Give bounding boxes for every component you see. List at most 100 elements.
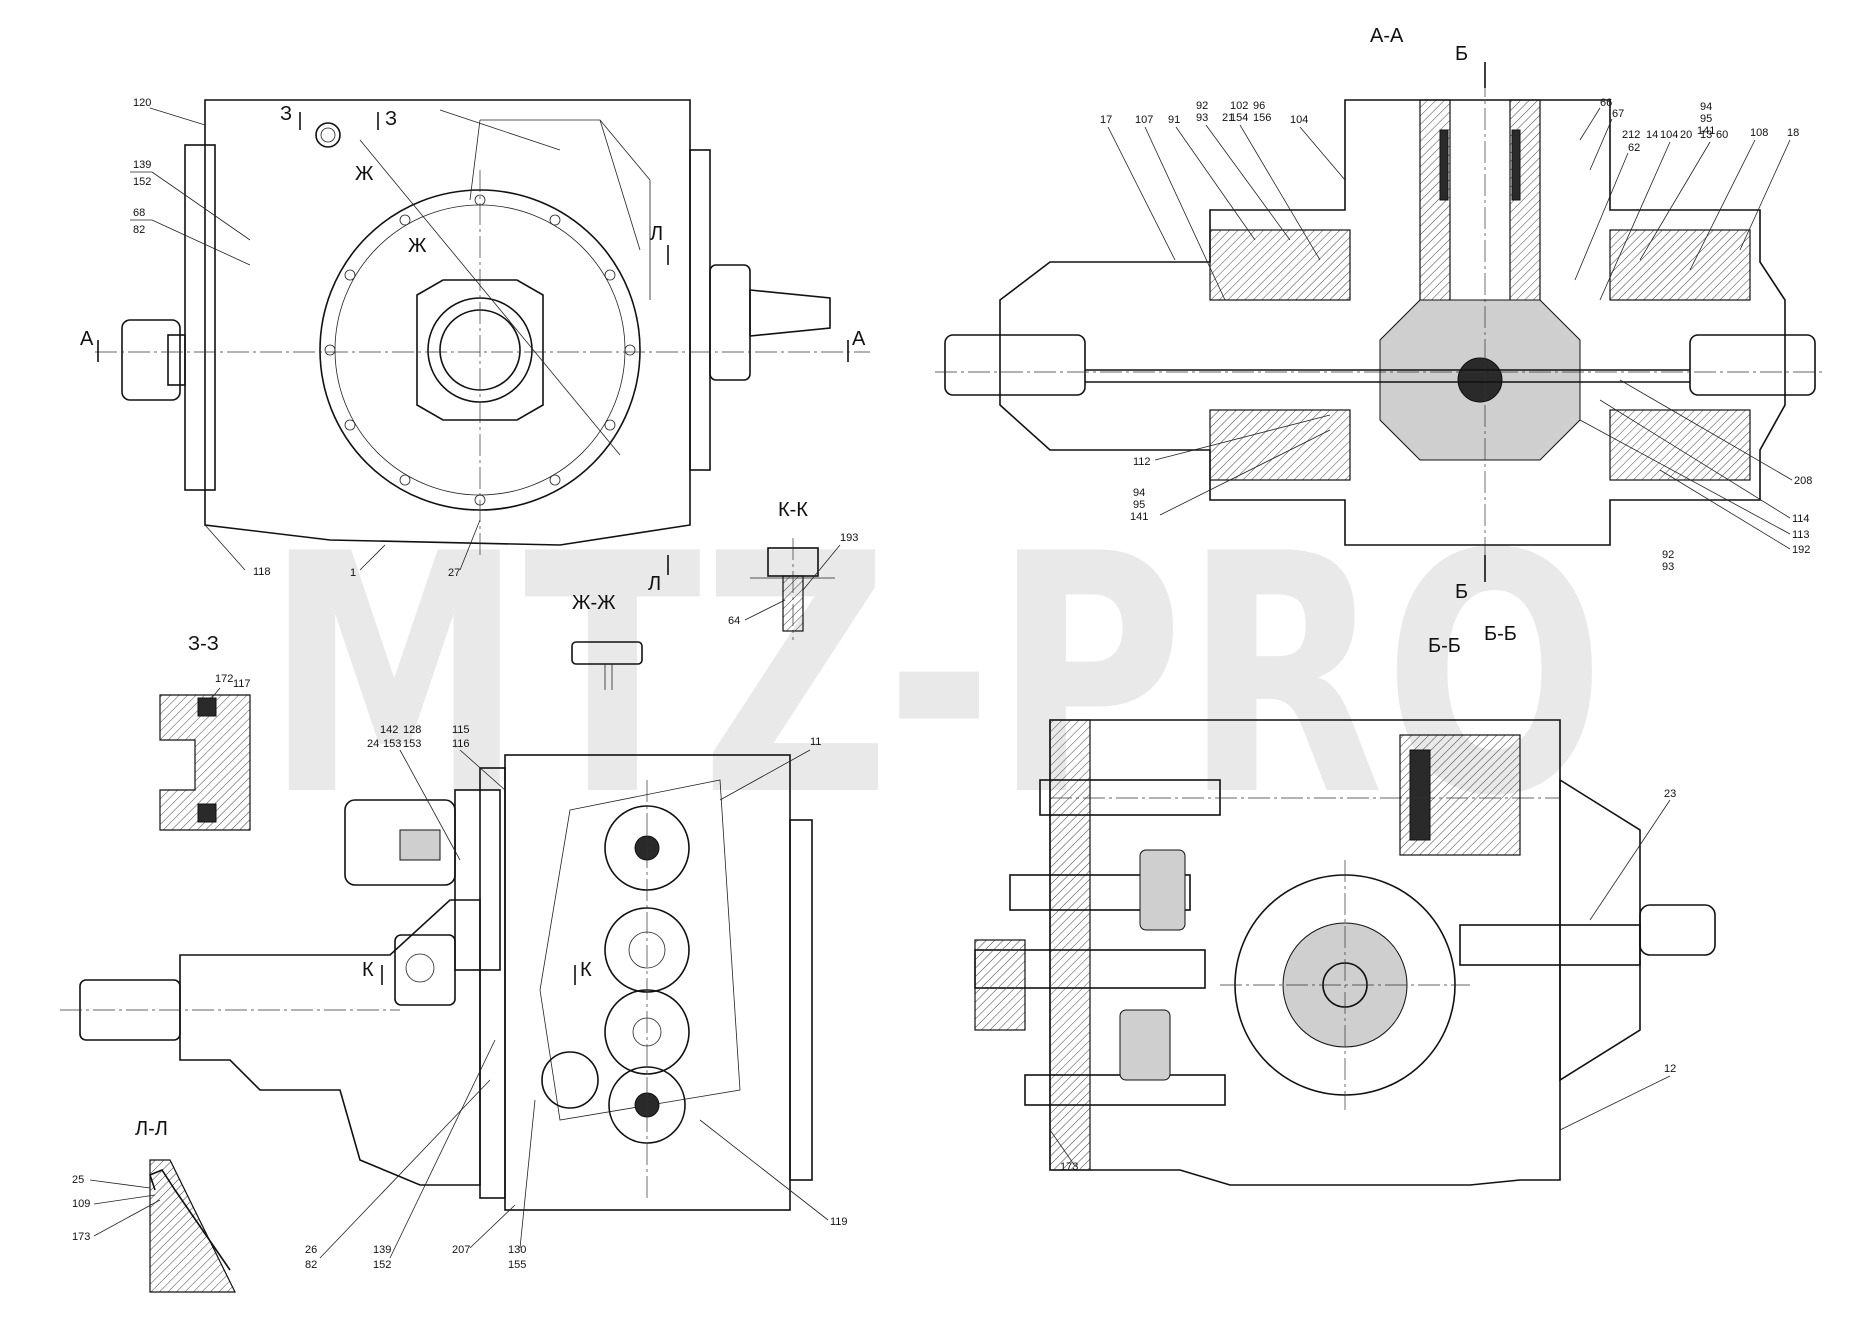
- callout-104-a: 104: [1290, 114, 1308, 126]
- cut-mark-k-left: К: [362, 959, 374, 981]
- callout-104-b: 104: [1660, 129, 1678, 141]
- callout-109: 109: [72, 1198, 90, 1210]
- callout-17: 17: [1100, 114, 1112, 126]
- callout-154: 154: [1230, 112, 1248, 124]
- section-title-bb-a: Б-Б: [1428, 635, 1461, 657]
- callout-21: 21: [1222, 112, 1234, 124]
- callout-27: 27: [448, 567, 460, 579]
- cut-mark-z-right: З: [385, 108, 397, 130]
- callout-82-b: 82: [305, 1259, 317, 1271]
- callout-212: 212: [1622, 129, 1640, 141]
- callout-130: 130: [508, 1244, 526, 1256]
- callout-141-top: 141: [1697, 125, 1715, 137]
- callout-23: 23: [1664, 788, 1676, 800]
- cut-mark-a-right: А: [852, 328, 866, 350]
- callout-173-b: 173: [1060, 1161, 1078, 1173]
- section-aa-cut-marks: Б Б: [1455, 43, 1486, 603]
- callout-92: 92: [1196, 100, 1208, 112]
- section-title-zhzh: Ж-Ж: [572, 592, 616, 614]
- callout-142: 142: [380, 724, 398, 736]
- bottom-view-callouts: 142 128 24 153 153 115 116 11 26 82 139 …: [305, 724, 848, 1271]
- section-title-bb-b: Б-Б: [1484, 623, 1517, 645]
- callout-20: 20: [1680, 129, 1692, 141]
- callout-116: 116: [452, 738, 470, 750]
- callout-141-bottom: 141: [1130, 511, 1148, 523]
- callout-153-a: 153: [383, 738, 401, 750]
- callout-95-bottom: 95: [1133, 499, 1145, 511]
- section-ll-view: Л-Л 25 109 173: [72, 1118, 236, 1293]
- callout-64: 64: [728, 615, 740, 627]
- cut-mark-l-top: Л: [650, 223, 663, 245]
- callout-93-bottom: 93: [1662, 561, 1674, 573]
- callout-68: 68: [133, 207, 145, 219]
- callout-18: 18: [1787, 127, 1799, 139]
- cut-mark-b-bottom: Б: [1455, 581, 1468, 603]
- callout-93: 93: [1196, 112, 1208, 124]
- cut-mark-zh-bottom: Ж: [408, 235, 427, 257]
- callout-192: 192: [1792, 544, 1810, 556]
- callout-112: 112: [1133, 456, 1151, 468]
- callout-153-b: 153: [403, 738, 421, 750]
- callout-60: 60: [1716, 129, 1728, 141]
- callout-14: 14: [1646, 129, 1658, 141]
- callout-139-b: 139: [373, 1244, 391, 1256]
- callout-62: 62: [1628, 142, 1640, 154]
- callout-115: 115: [452, 724, 470, 736]
- cut-mark-l-bottom: Л: [648, 573, 661, 595]
- callout-119: 119: [830, 1216, 848, 1228]
- callout-24: 24: [367, 738, 379, 750]
- callout-208: 208: [1794, 475, 1812, 487]
- section-zhzh-view: Ж-Ж: [571, 592, 643, 690]
- callout-108: 108: [1750, 127, 1768, 139]
- section-aa-callouts: 17 107 91 92 93 21 102 154 96 156 104 66…: [1100, 97, 1812, 573]
- callout-118: 118: [253, 566, 271, 578]
- bottom-view-cut-marks: К К: [362, 959, 592, 985]
- callout-11: 11: [810, 736, 821, 748]
- callout-152: 152: [133, 176, 151, 188]
- callout-12: 12: [1664, 1063, 1676, 1075]
- callout-102: 102: [1230, 100, 1248, 112]
- callout-117: 117: [233, 678, 251, 690]
- callout-25: 25: [72, 1174, 84, 1186]
- bottom-housing-view: [60, 754, 813, 1211]
- top-left-callouts: 120 139 152 68 82 118 1 27: [130, 97, 481, 579]
- callout-193: 193: [840, 532, 858, 544]
- callout-96: 96: [1253, 100, 1265, 112]
- callout-92-bottom: 92: [1662, 549, 1674, 561]
- callout-1: 1: [350, 567, 356, 579]
- callout-95-top: 95: [1700, 113, 1712, 125]
- top-left-cut-marks: А А З З Ж Ж Л Л: [80, 103, 866, 595]
- callout-172: 172: [215, 673, 233, 685]
- callout-114: 114: [1792, 513, 1810, 525]
- watermark-text: MTZ-PRO: [265, 484, 1605, 868]
- callout-13: 13: [1700, 129, 1712, 141]
- flange-bolts: [324, 194, 636, 506]
- section-title-zz: З-З: [188, 633, 219, 655]
- callout-26: 26: [305, 1244, 317, 1256]
- callout-156: 156: [1253, 112, 1271, 124]
- callout-107: 107: [1135, 114, 1153, 126]
- cut-mark-b-top: Б: [1455, 43, 1468, 65]
- section-aa-view: А-А: [935, 25, 1825, 575]
- callout-152-b: 152: [373, 1259, 391, 1271]
- callout-139: 139: [133, 159, 151, 171]
- callout-66: 66: [1600, 97, 1612, 109]
- section-title-kk: К-К: [778, 499, 808, 521]
- callout-67: 67: [1612, 108, 1624, 120]
- cut-mark-zh-top: Ж: [355, 163, 374, 185]
- cut-mark-k-right: К: [580, 959, 592, 981]
- section-bb-view: Б-Б Б-Б 23 12 173: [974, 623, 1716, 1186]
- callout-113: 113: [1792, 529, 1810, 541]
- callout-155: 155: [508, 1259, 526, 1271]
- section-zz-view: З-З 172 117: [159, 633, 251, 831]
- section-title-ll: Л-Л: [135, 1118, 168, 1140]
- callout-173-a: 173: [72, 1231, 90, 1243]
- section-title-aa: А-А: [1370, 25, 1404, 47]
- callout-120: 120: [133, 97, 151, 109]
- callout-82: 82: [133, 224, 145, 236]
- cut-mark-z-left: З: [280, 103, 292, 125]
- cut-mark-a-left: А: [80, 328, 94, 350]
- callout-128: 128: [403, 724, 421, 736]
- callout-94-bottom: 94: [1133, 487, 1145, 499]
